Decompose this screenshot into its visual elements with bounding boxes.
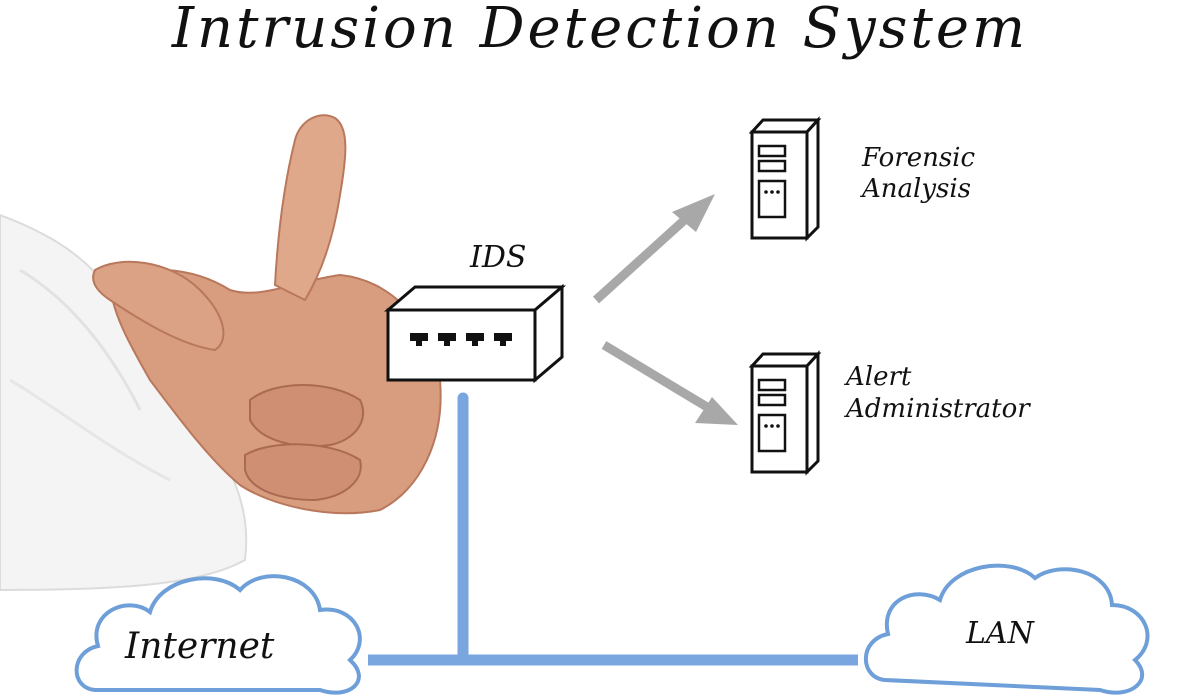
lan-label: LAN: [965, 616, 1036, 651]
network-connection-lines: [368, 392, 858, 666]
forensic-label-line1: Forensic: [861, 143, 975, 173]
alert-label-line2: Administrator: [844, 394, 1031, 424]
arrow-to-forensic: [592, 194, 715, 304]
diagram-title: Intrusion Detection System: [171, 0, 1029, 61]
alert-label-line1: Alert: [844, 362, 912, 392]
ids-label: IDS: [469, 240, 526, 275]
lan-cloud-icon: [863, 563, 1150, 695]
internet-cloud-icon: [74, 574, 362, 695]
internet-label: Internet: [124, 626, 275, 667]
forensic-server-icon: [748, 116, 822, 242]
alert-server-icon: [748, 350, 822, 476]
forensic-label-line2: Analysis: [860, 174, 971, 204]
pointing-hand-image: [0, 114, 442, 592]
arrow-to-alert: [601, 341, 738, 425]
network-port-icons: [410, 333, 512, 346]
ids-device: [383, 283, 567, 384]
